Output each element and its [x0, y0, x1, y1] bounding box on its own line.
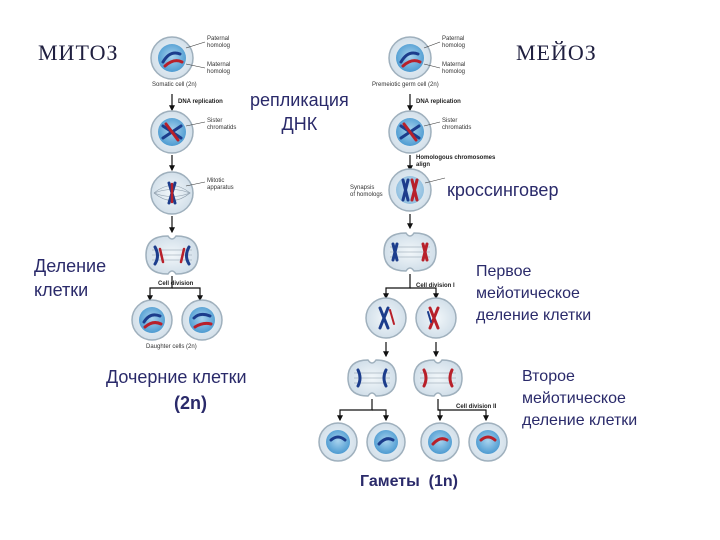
gamete-1 [318, 422, 358, 462]
cell-division-1-label: Cell division I [416, 283, 455, 289]
crossing-over-caption: кроссинговер [447, 180, 559, 200]
mitosis-daughter-cell-2 [181, 299, 223, 341]
mitosis-metaphase-cell [150, 171, 194, 215]
gamete-2 [366, 422, 406, 462]
mitosis-somatic-cell [150, 36, 194, 80]
dna-replication-label-2: DNA replication [416, 99, 461, 105]
daughter-cells-caption: Дочерние клетки [106, 367, 247, 387]
dna-replication-label-1: DNA replication [178, 99, 223, 105]
gametes-caption: Гаметы (1n) [360, 473, 458, 490]
cell-division-label: Cell division [158, 281, 194, 287]
mitosis-dividing-cell [145, 235, 199, 275]
mitosis-daughter-cell-1 [131, 299, 173, 341]
cell-division-2-label: Cell division II [456, 404, 497, 410]
meiosis-secondary-cell-2 [415, 297, 457, 339]
gamete-3 [420, 422, 460, 462]
somatic-cell-label: Somatic cell (2n) [152, 82, 197, 88]
daughter-cells-label: Daughter cells (2n) [146, 344, 197, 350]
premeiotic-cell-label: Premeiotic germ cell (2n) [372, 82, 439, 88]
mitosis-replicated-cell [150, 110, 194, 154]
meiosis-germ-cell [388, 36, 432, 80]
meiosis-division-2-cell-2 [413, 359, 463, 397]
daughter-cells-ploidy: (2n) [174, 393, 207, 413]
meiosis-division-1-cell [383, 232, 437, 272]
meiosis-title: МЕЙОЗ [516, 40, 597, 65]
meiosis-replicated-cell [388, 110, 432, 154]
gamete-4 [468, 422, 508, 462]
meiosis-synapsis-cell [388, 168, 432, 212]
meiosis-division-2-cell-1 [347, 359, 397, 397]
meiosis-secondary-cell-1 [365, 297, 407, 339]
mitosis-title: МИТОЗ [38, 40, 119, 65]
